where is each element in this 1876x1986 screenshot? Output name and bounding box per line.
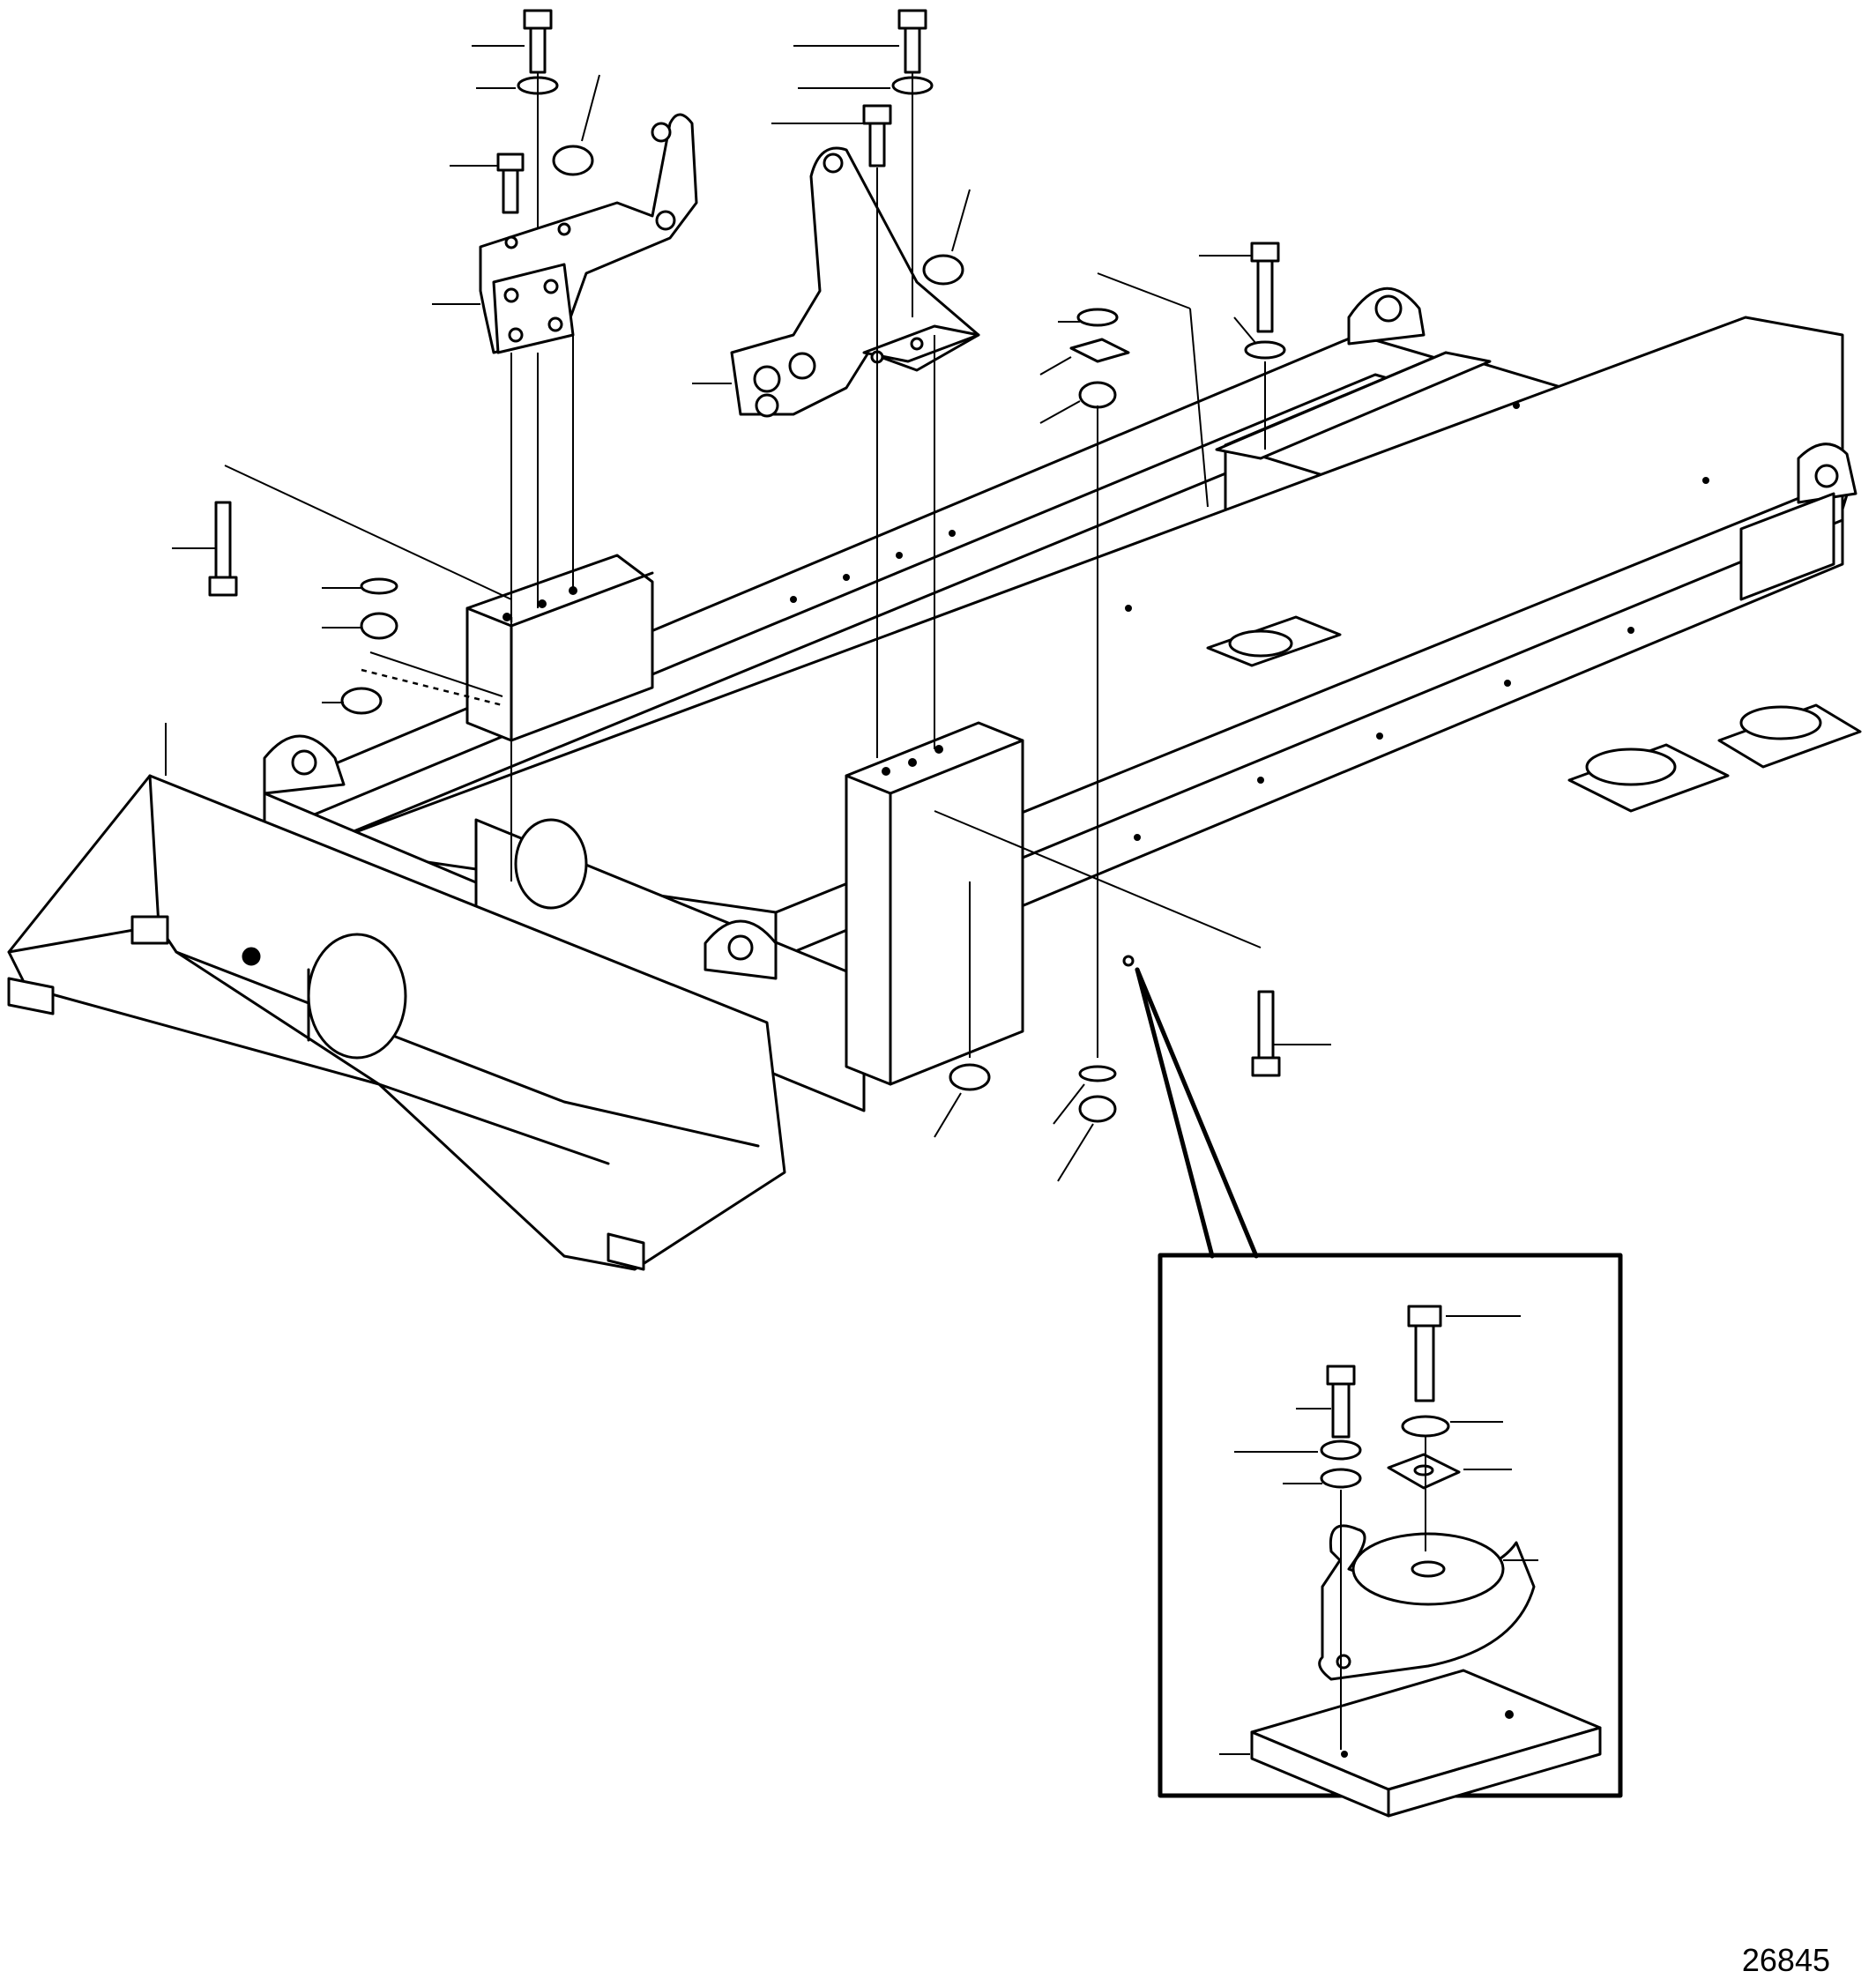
right-mount-block (845, 721, 1024, 1086)
main-frame (7, 286, 1857, 1271)
bolts (208, 9, 1281, 1077)
assembly-lines (224, 72, 1266, 1058)
callout-leaders (165, 45, 1331, 1182)
right-engine-bracket (730, 146, 980, 418)
figure-number: 26845 (1741, 1942, 1830, 1978)
detail-inset (1158, 1253, 1623, 1818)
left-engine-bracket (479, 113, 698, 354)
rubber-mounts (1206, 615, 1862, 813)
frame-holes (242, 402, 1709, 966)
detail-pointer (1122, 955, 1259, 1259)
washers-and-nuts (340, 76, 1286, 1123)
